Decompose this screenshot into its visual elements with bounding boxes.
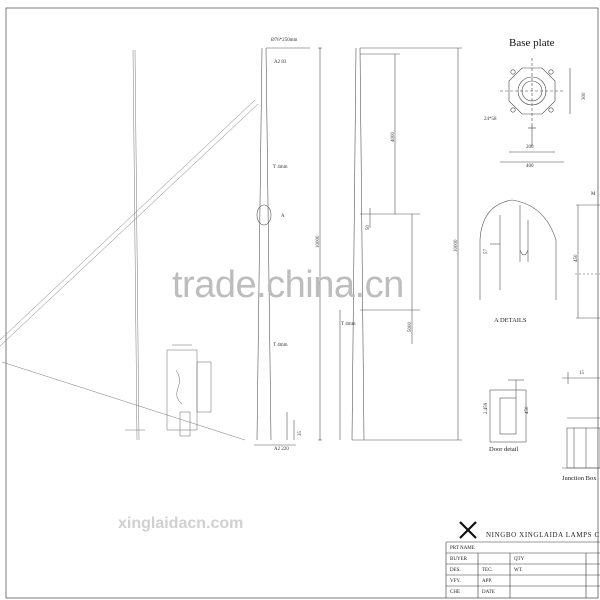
base-200-label: 200	[526, 145, 534, 150]
upper-length-label: 4000	[391, 132, 396, 142]
company-name: NINGBO XINGLAIDA LAMPS CO	[486, 531, 600, 539]
drawing-border	[5, 7, 599, 599]
lower-length-label: 5000	[408, 322, 413, 332]
junction-width-label: 15	[579, 371, 584, 376]
tb-row-3-b: APP.	[482, 579, 492, 584]
title-block-grid	[445, 541, 600, 598]
door-hardware-sketch	[166, 344, 212, 437]
watermark-site: xinglaidacn.com	[118, 515, 244, 532]
base-height-label: 35	[298, 431, 303, 436]
a-57-label: 57	[484, 249, 489, 254]
base-300-label: 300	[582, 92, 587, 101]
tb-row-2-a: DES.	[450, 568, 461, 573]
a2-top-label: A2 83	[274, 60, 287, 65]
thickness-lower-label: T 4mm	[273, 343, 288, 348]
tb-row-1-a: BUYER	[450, 557, 467, 562]
m-detail-view	[575, 204, 600, 319]
bolt-label: 24*58	[484, 117, 497, 122]
base-400-label: 400	[526, 164, 534, 169]
thickness-upper-label: T 4mm	[273, 165, 288, 170]
tb-row-2-b: TEC.	[482, 568, 493, 573]
door-detail-view	[489, 379, 527, 443]
door-height-label: 450	[525, 406, 530, 415]
watermark-main: trade.china.cn	[172, 264, 404, 306]
base-plate-title: Base plate	[509, 37, 555, 49]
tb-row-4-a: CHE	[450, 590, 460, 595]
door-width-label: 2.459	[484, 402, 489, 414]
tb-row-0-a: PRT NAME	[450, 546, 475, 551]
pole-elevation	[254, 47, 322, 446]
a-details-view	[479, 199, 557, 300]
tb-row-3-a: VFY.	[450, 579, 461, 584]
overall-right-label: 10000	[454, 239, 459, 253]
overall-left-label: 10000	[316, 235, 321, 249]
a-mark-label: A	[281, 214, 285, 219]
tb-row-4-b: DATE	[482, 590, 495, 595]
a-450-label: 450	[574, 254, 579, 263]
thickness-mid-label: T 4mm	[341, 322, 356, 327]
a-details-caption: A DETAILS	[494, 317, 527, 324]
pole-dimension-view	[339, 47, 462, 441]
junction-box-caption: Junction Box	[562, 475, 597, 482]
base-plate-plan	[500, 58, 571, 163]
tilted-pole-view	[0, 49, 259, 441]
tb-row-1-c: QTY	[514, 557, 525, 562]
m-detail-label: M	[591, 192, 596, 197]
a2-bottom-label: A2 220	[274, 447, 289, 452]
tb-row-2-c: WT.	[514, 568, 523, 573]
upper-mid-label: 50	[366, 225, 371, 230]
company-logo	[459, 521, 477, 539]
door-detail-caption: Door detail	[489, 446, 519, 453]
top-diameter-label: Ø76*250mm	[271, 38, 298, 43]
junction-box-view	[562, 372, 600, 469]
